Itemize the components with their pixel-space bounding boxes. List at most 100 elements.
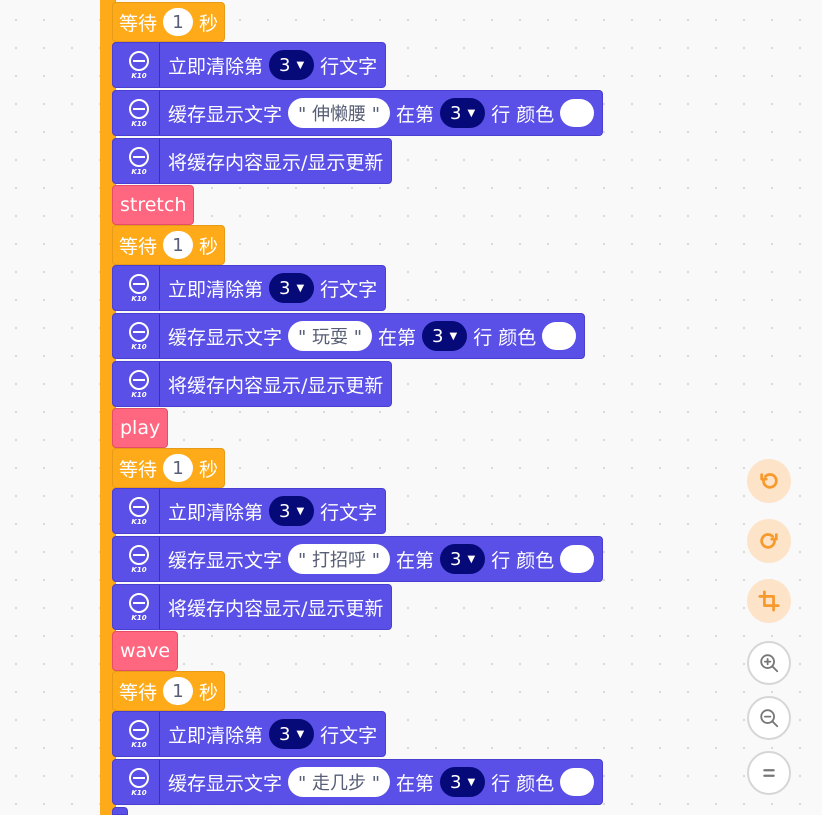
k10-icon: K10 [119, 585, 160, 629]
redo-icon [760, 533, 778, 549]
k10-icon: K10 [119, 43, 160, 87]
wait-seconds-input[interactable]: 1 [163, 8, 194, 36]
line-number-dropdown[interactable]: 3▼ [440, 98, 486, 128]
chevron-down-icon: ▼ [467, 553, 476, 565]
color-picker[interactable] [560, 99, 595, 127]
clear-line-block[interactable]: K10 立即清除第 3▼ 行文字 [112, 711, 387, 757]
zoom-in-icon [760, 654, 779, 673]
wait-block[interactable]: 等待 1 秒 [112, 671, 226, 711]
wait-seconds-input[interactable]: 1 [163, 231, 194, 259]
zoom-out-button[interactable] [747, 696, 791, 740]
line-number-dropdown[interactable]: 3▼ [440, 767, 486, 797]
cache-text-block[interactable]: K10 缓存显示文字 " 玩耍 " 在第 3▼ 行 颜色 [112, 313, 586, 359]
update-display-block[interactable]: K10 将缓存内容显示/显示更新 [112, 361, 393, 407]
update-display-label: 将缓存内容显示/显示更新 [168, 374, 384, 397]
clear-line-label: 立即清除第 [168, 278, 264, 301]
wait-label: 等待 [119, 458, 158, 481]
cache-text-input[interactable]: " 玩耍 " [288, 321, 373, 351]
wait-block[interactable]: 等待 1 秒 [112, 2, 226, 42]
wait-unit-label: 秒 [199, 235, 219, 258]
clear-line-suffix: 行文字 [320, 55, 378, 78]
zoom-in-button[interactable] [747, 641, 791, 685]
chevron-down-icon: ▼ [467, 776, 476, 788]
k10-icon: K10 [119, 537, 160, 581]
clear-line-label: 立即清除第 [168, 501, 264, 524]
message-tag-block[interactable]: stretch [112, 185, 195, 225]
cache-text-input[interactable]: " 伸懒腰 " [288, 98, 391, 128]
cache-row-color-label: 行 颜色 [473, 326, 537, 349]
chevron-down-icon: ▼ [449, 330, 458, 342]
update-display-block[interactable]: K10 将缓存内容显示/显示更新 [112, 584, 393, 630]
line-number-dropdown[interactable]: 3▼ [440, 544, 486, 574]
partial-block-cutoff [112, 807, 128, 815]
update-display-label: 将缓存内容显示/显示更新 [168, 597, 384, 620]
clear-line-suffix: 行文字 [320, 278, 378, 301]
cache-row-color-label: 行 颜色 [491, 549, 555, 572]
update-display-block[interactable]: K10 将缓存内容显示/显示更新 [112, 138, 393, 184]
clear-line-label: 立即清除第 [168, 724, 264, 747]
k10-icon: K10 [119, 266, 160, 310]
cache-text-label: 缓存显示文字 [168, 772, 283, 795]
wait-seconds-input[interactable]: 1 [163, 454, 194, 482]
wait-block[interactable]: 等待 1 秒 [112, 448, 226, 488]
k10-icon: K10 [119, 760, 160, 804]
cache-text-input[interactable]: " 打招呼 " [288, 544, 391, 574]
line-number-dropdown[interactable]: 3▼ [269, 50, 315, 80]
cache-at-label: 在第 [378, 326, 417, 349]
cache-text-block[interactable]: K10 缓存显示文字 " 走几步 " 在第 3▼ 行 颜色 [112, 759, 604, 805]
color-picker[interactable] [542, 322, 577, 350]
clear-line-suffix: 行文字 [320, 501, 378, 524]
wait-unit-label: 秒 [199, 681, 219, 704]
cache-row-color-label: 行 颜色 [491, 103, 555, 126]
wait-seconds-input[interactable]: 1 [163, 677, 194, 705]
k10-icon: K10 [119, 139, 160, 183]
crop-button[interactable] [747, 579, 791, 623]
update-display-label: 将缓存内容显示/显示更新 [168, 151, 384, 174]
redo-button[interactable] [747, 519, 791, 563]
message-tag-label: stretch [120, 194, 187, 216]
wait-label: 等待 [119, 681, 158, 704]
message-tag-block[interactable]: wave [112, 631, 179, 671]
cache-text-block[interactable]: K10 缓存显示文字 " 伸懒腰 " 在第 3▼ 行 颜色 [112, 90, 604, 136]
chevron-down-icon: ▼ [296, 282, 305, 294]
cache-text-block[interactable]: K10 缓存显示文字 " 打招呼 " 在第 3▼ 行 颜色 [112, 536, 604, 582]
wait-block[interactable]: 等待 1 秒 [112, 225, 226, 265]
crop-icon [758, 590, 780, 612]
k10-icon: K10 [119, 712, 160, 756]
undo-icon [760, 473, 778, 489]
message-tag-block[interactable]: play [112, 408, 169, 448]
line-number-dropdown[interactable]: 3▼ [422, 321, 468, 351]
cache-at-label: 在第 [396, 772, 435, 795]
wait-label: 等待 [119, 235, 158, 258]
line-number-dropdown[interactable]: 3▼ [269, 273, 315, 303]
clear-line-block[interactable]: K10 立即清除第 3▼ 行文字 [112, 265, 387, 311]
clear-line-block[interactable]: K10 立即清除第 3▼ 行文字 [112, 488, 387, 534]
clear-line-block[interactable]: K10 立即清除第 3▼ 行文字 [112, 42, 387, 88]
k10-icon: K10 [119, 91, 160, 135]
message-tag-label: wave [120, 640, 171, 662]
cache-at-label: 在第 [396, 549, 435, 572]
clear-line-label: 立即清除第 [168, 55, 264, 78]
chevron-down-icon: ▼ [296, 728, 305, 740]
zoom-out-icon [760, 709, 779, 728]
k10-icon: K10 [119, 362, 160, 406]
k10-icon: K10 [119, 314, 160, 358]
cache-row-color-label: 行 颜色 [491, 772, 555, 795]
line-number-dropdown[interactable]: 3▼ [269, 496, 315, 526]
undo-button[interactable] [747, 459, 791, 503]
zoom-reset-button[interactable] [747, 751, 791, 795]
chevron-down-icon: ▼ [467, 107, 476, 119]
wait-unit-label: 秒 [199, 12, 219, 35]
chevron-down-icon: ▼ [296, 505, 305, 517]
zoom-reset-icon [763, 769, 775, 777]
cache-text-label: 缓存显示文字 [168, 549, 283, 572]
wait-label: 等待 [119, 12, 158, 35]
color-picker[interactable] [560, 768, 595, 796]
cache-text-label: 缓存显示文字 [168, 326, 283, 349]
cache-text-input[interactable]: " 走几步 " [288, 767, 391, 797]
chevron-down-icon: ▼ [296, 59, 305, 71]
line-number-dropdown[interactable]: 3▼ [269, 719, 315, 749]
k10-icon: K10 [119, 489, 160, 533]
color-picker[interactable] [560, 545, 595, 573]
cache-text-label: 缓存显示文字 [168, 103, 283, 126]
